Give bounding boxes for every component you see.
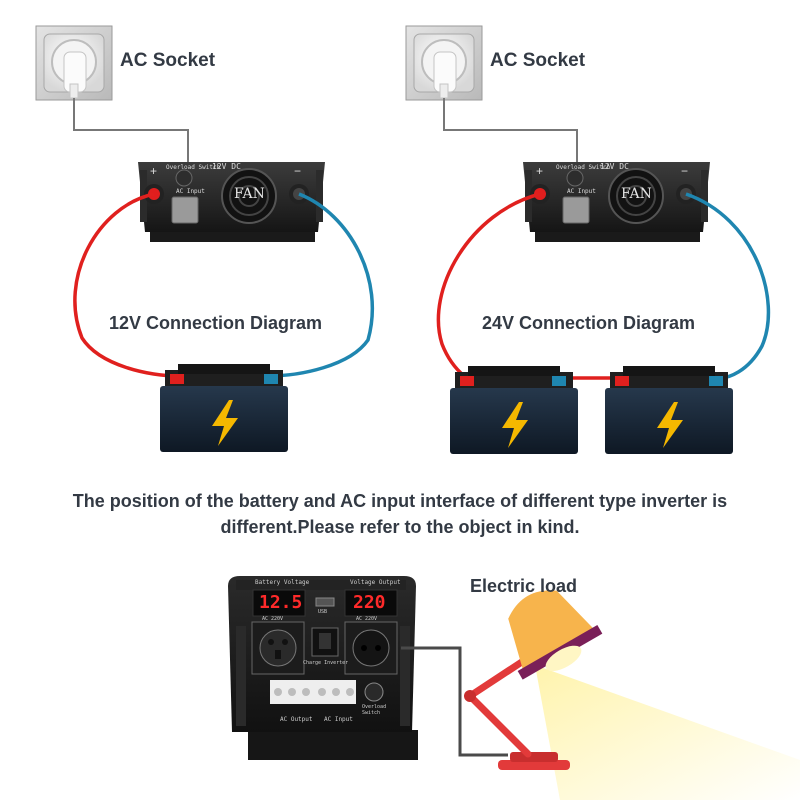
bolt-icon (502, 402, 528, 448)
note-line-1: The position of the battery and AC input… (72, 491, 728, 511)
battery-24v-a (450, 366, 578, 454)
bolt-icon (657, 402, 683, 448)
inverter-left (138, 162, 325, 242)
bolt-icon (212, 400, 238, 446)
inverter-right (523, 162, 710, 242)
note-text: The position of the battery and AC input… (20, 488, 780, 540)
charge-inverter-label: Charge Inverter (303, 660, 349, 666)
battery-24v-b (605, 366, 733, 454)
voltage-output-label: Voltage Output (350, 579, 401, 586)
electric-load-lamp (464, 590, 800, 800)
inverter-right-ac-input: AC Input (567, 188, 596, 195)
diagram-label-12v: 12V Connection Diagram (109, 313, 323, 333)
battery-voltage-display: 12.5 (259, 592, 303, 613)
usb-label: USB (318, 609, 328, 615)
right-panel (405, 25, 771, 454)
inverter-right-voltage: 12V DC (600, 162, 629, 171)
inverter-front-panel (228, 576, 418, 760)
ac-out-220-label: AC 220V (262, 616, 284, 622)
fan-label-right: FAN (621, 186, 652, 202)
inverter-left-ac-input: AC Input (176, 188, 205, 195)
ac-socket-label-right: AC Socket (490, 50, 586, 71)
inverter-left-top-text: Overload Switch (166, 164, 221, 171)
ac-in-220-label: AC 220V (356, 616, 378, 622)
minus-label-left: − (294, 164, 302, 178)
ac-output-label: AC Output (280, 716, 313, 723)
negative-wire-right (685, 192, 771, 380)
note-line-2: different.Please refer to the object in … (220, 517, 580, 537)
minus-label-right: − (681, 164, 689, 178)
voltage-output-display: 220 (353, 592, 386, 613)
negative-wire-left (267, 192, 374, 378)
plus-label-right: + (536, 164, 544, 178)
electric-load-label: Electric load (470, 576, 578, 596)
diagram-label-24v: 24V Connection Diagram (482, 313, 696, 333)
left-panel (35, 25, 374, 452)
battery-12v (160, 364, 288, 452)
light-beam (535, 665, 800, 800)
inverter-right-top-text: Overload Switch (556, 164, 611, 171)
ac-socket-right (405, 25, 483, 101)
fan-label-left: FAN (234, 186, 265, 202)
plug-wire-right (443, 98, 578, 175)
ac-input-label: AC Input (324, 716, 353, 723)
positive-wire-right (436, 192, 541, 380)
plug-wire-left (73, 98, 189, 175)
battery-voltage-label: Battery Voltage (255, 579, 310, 586)
load-wire (401, 646, 508, 757)
inverter-left-voltage: 12V DC (212, 162, 241, 171)
overload-switch-label: Overload Switch (362, 704, 387, 716)
ac-socket-label-left: AC Socket (120, 50, 216, 71)
positive-wire-left (73, 192, 179, 378)
plus-label-left: + (150, 164, 158, 178)
ac-socket-left (35, 25, 113, 101)
